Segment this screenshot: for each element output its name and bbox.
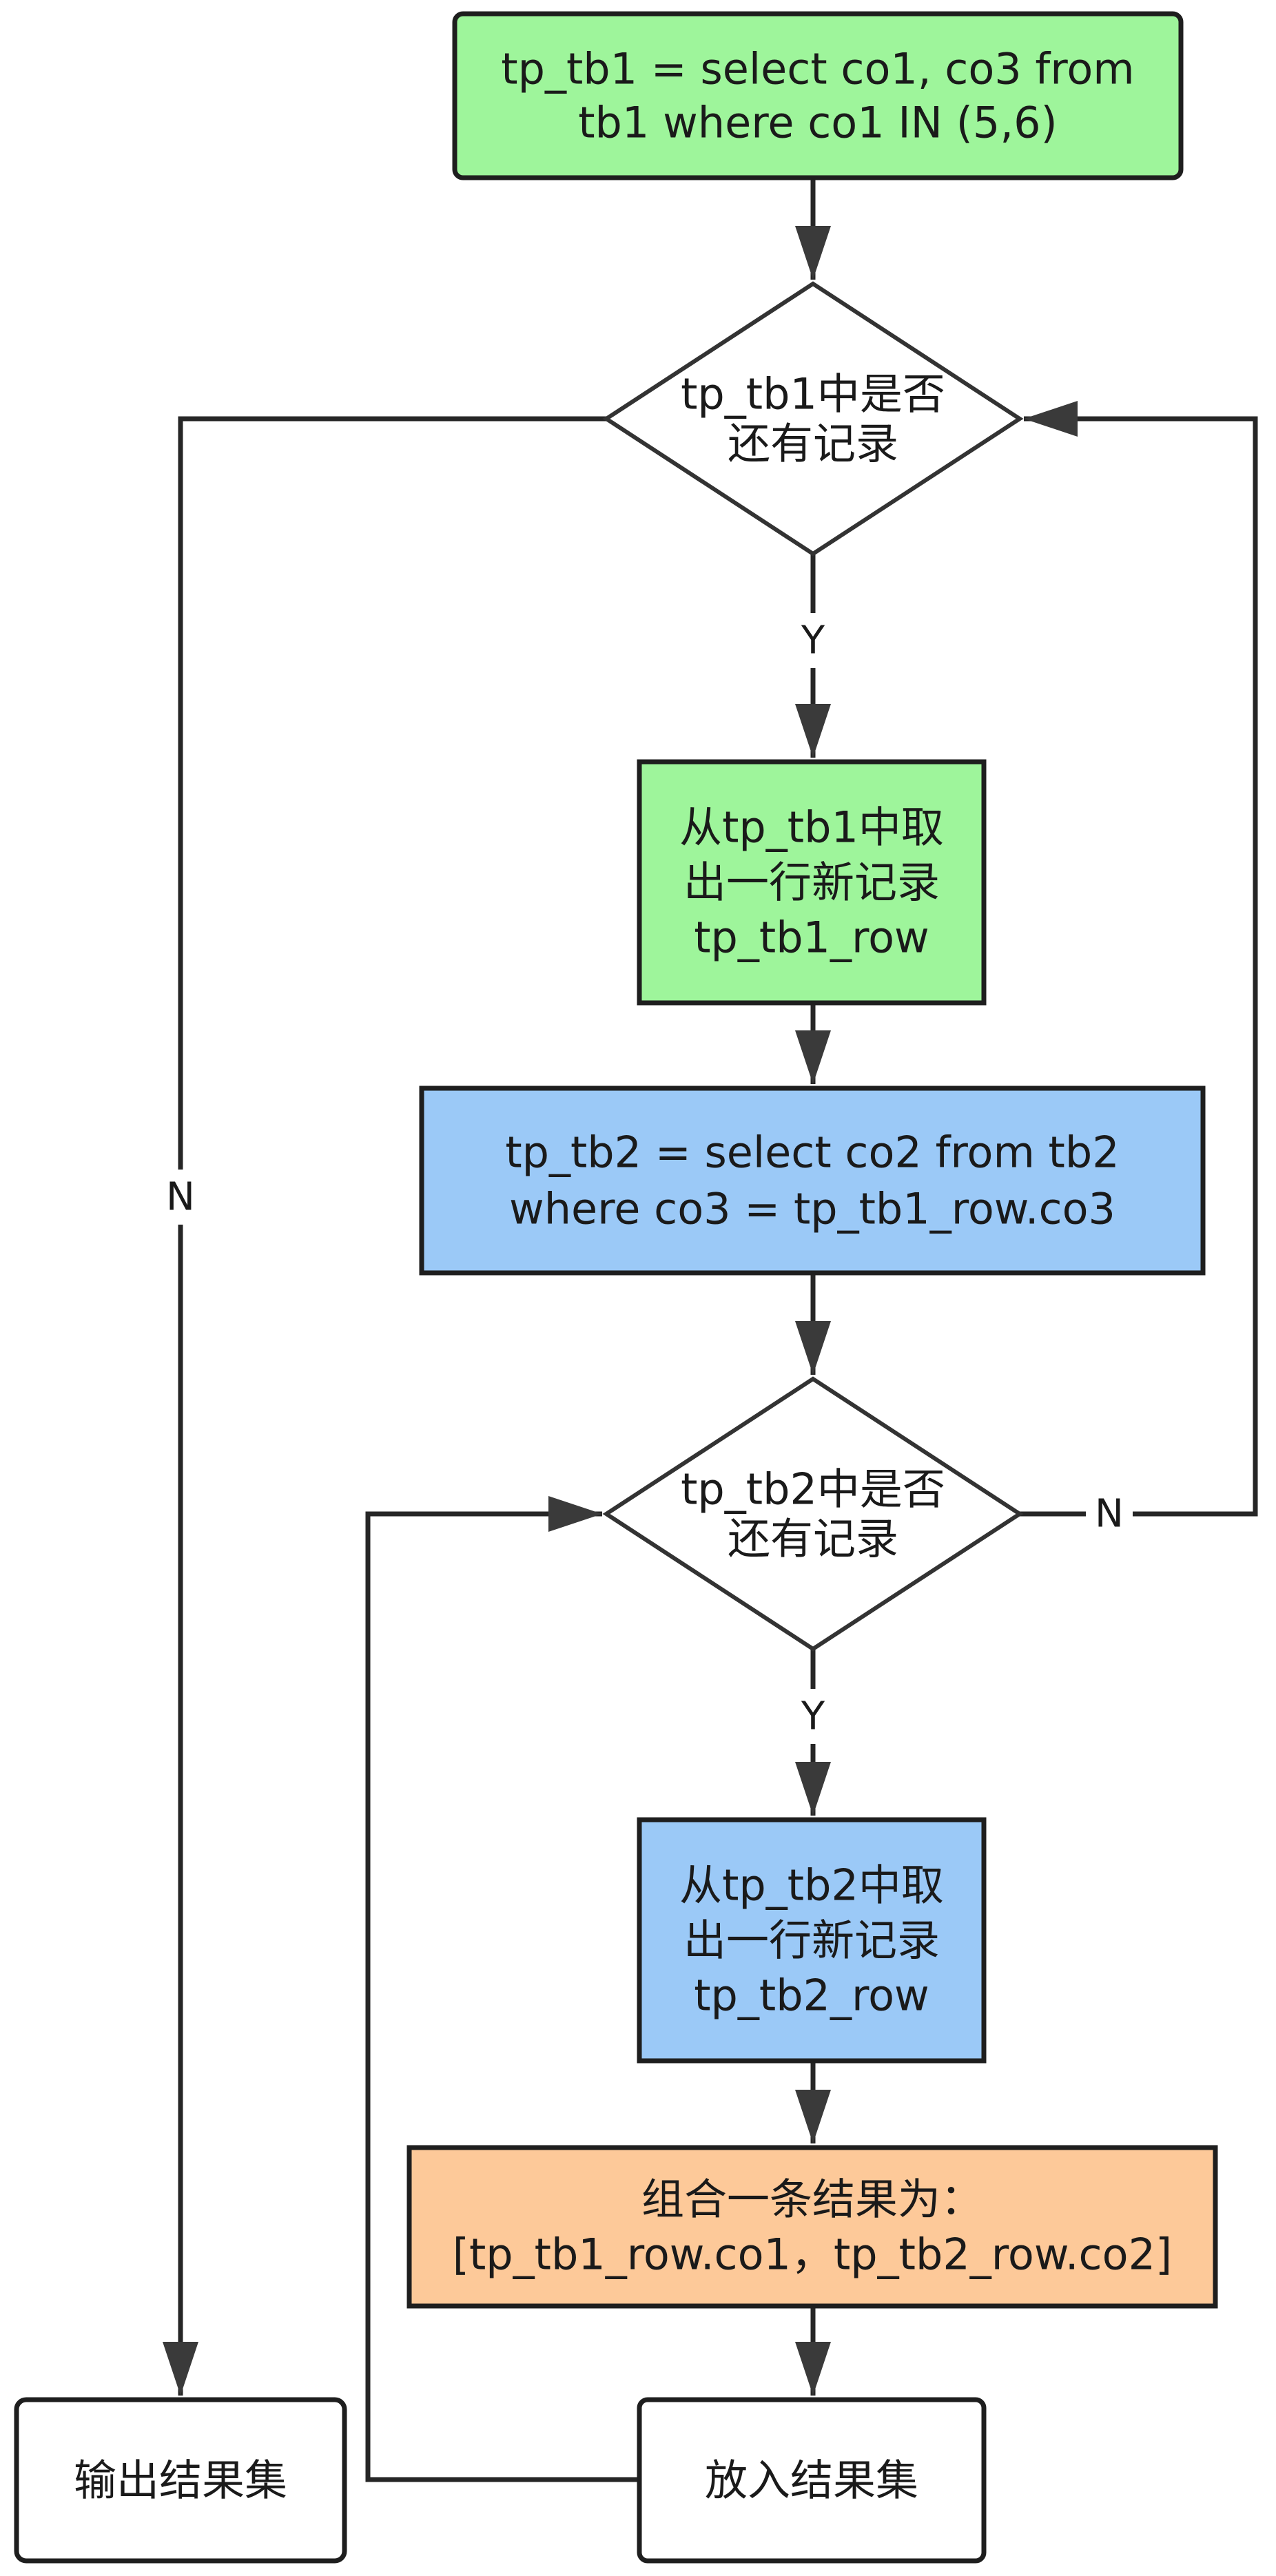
edge-label-text: Y [801,1694,825,1739]
process-box [637,1817,987,2064]
node-text-line: where co3 = tp_tb1_row.co3 [509,1184,1115,1234]
node-text-line: 放入结果集 [705,2455,918,2506]
edge-label-n: N [1086,1486,1133,1541]
node-text-line: 输出结果集 [74,2455,287,2506]
arrowhead [795,704,831,758]
node-text-line: tp_tb2中是否 [681,1464,945,1515]
flow-connector-n5-n6 [795,2306,831,2396]
decision-diamond [602,1376,1024,1652]
edge-label-background [790,613,836,668]
node-text-line: 出一行新记录 [683,858,940,908]
decision-diamond [602,281,1024,557]
arrowhead [795,1762,831,1816]
flow-connector-d2-d1 [1020,401,1258,1517]
node-text-line: 从tp_tb1中取 [679,802,944,853]
terminal-box [637,2397,987,2564]
flow-connector-n6-d2 [365,1496,639,2482]
arrowhead [795,226,831,280]
process-box [407,2145,1218,2309]
node-text-line: tp_tb1中是否 [681,369,945,419]
edge-labels-layer: Y Y N N [157,613,1133,1744]
flow-node-n6: 放入结果集 [637,2397,987,2564]
node-text-line: tp_tb1_row [694,913,929,963]
arrowhead [795,1030,831,1084]
process-box [452,11,1184,180]
flow-node-n7: 输出结果集 [14,2397,347,2564]
node-text-line: tp_tb1 = select co1, co3 from [501,44,1134,94]
edges-layer [163,178,1258,2482]
connector-line [178,416,606,2396]
flow-connector-n1-d1 [795,178,831,280]
edge-label-text: N [1095,1492,1124,1537]
edge-label-background [1086,1486,1133,1541]
connector-line [365,1511,639,2482]
connector-line [1020,416,1258,1517]
flow-node-n3: tp_tb2 = select co2 from tb2 where co3 = … [419,1086,1206,1276]
flow-connector-n4-n5 [795,2061,831,2143]
node-text-line: 还有记录 [728,419,898,469]
arrowhead [1024,401,1078,437]
flow-connector-n2-n3 [795,1003,831,1084]
node-text-line: tp_tb2 = select co2 from tb2 [505,1128,1119,1178]
flow-connector-d1-n7 [163,416,606,2396]
flow-node-n5: 组合一条结果为：[tp_tb1_row.co1，tp_tb2_row.co2] [407,2145,1218,2309]
process-box [419,1086,1206,1276]
node-text-line: 组合一条结果为： [641,2174,983,2225]
node-text-line: tb1 where co1 IN (5,6) [578,98,1057,148]
edge-label-y: Y [790,1689,836,1744]
node-text-line: 从tp_tb2中取 [679,1860,944,1911]
arrowhead [795,1321,831,1375]
arrowhead [548,1496,602,1532]
edge-label-background [790,1689,836,1744]
arrowhead [163,2342,198,2396]
node-text-line: 还有记录 [728,1514,898,1564]
node-text-line: [tp_tb1_row.co1，tp_tb2_row.co2] [453,2230,1172,2280]
arrowhead [795,2342,831,2396]
edge-label-text: Y [801,619,825,663]
edge-label-y: Y [790,613,836,668]
edge-label-background [157,1170,204,1225]
process-box [637,759,987,1006]
flow-connector-n3-d2 [795,1273,831,1375]
terminal-box [14,2397,347,2564]
edge-label-text: N [166,1175,195,1220]
arrowhead [795,2090,831,2143]
edge-label-n: N [157,1170,204,1225]
node-text-line: tp_tb2_row [694,1971,929,2021]
node-text-line: 出一行新记录 [683,1915,940,1966]
